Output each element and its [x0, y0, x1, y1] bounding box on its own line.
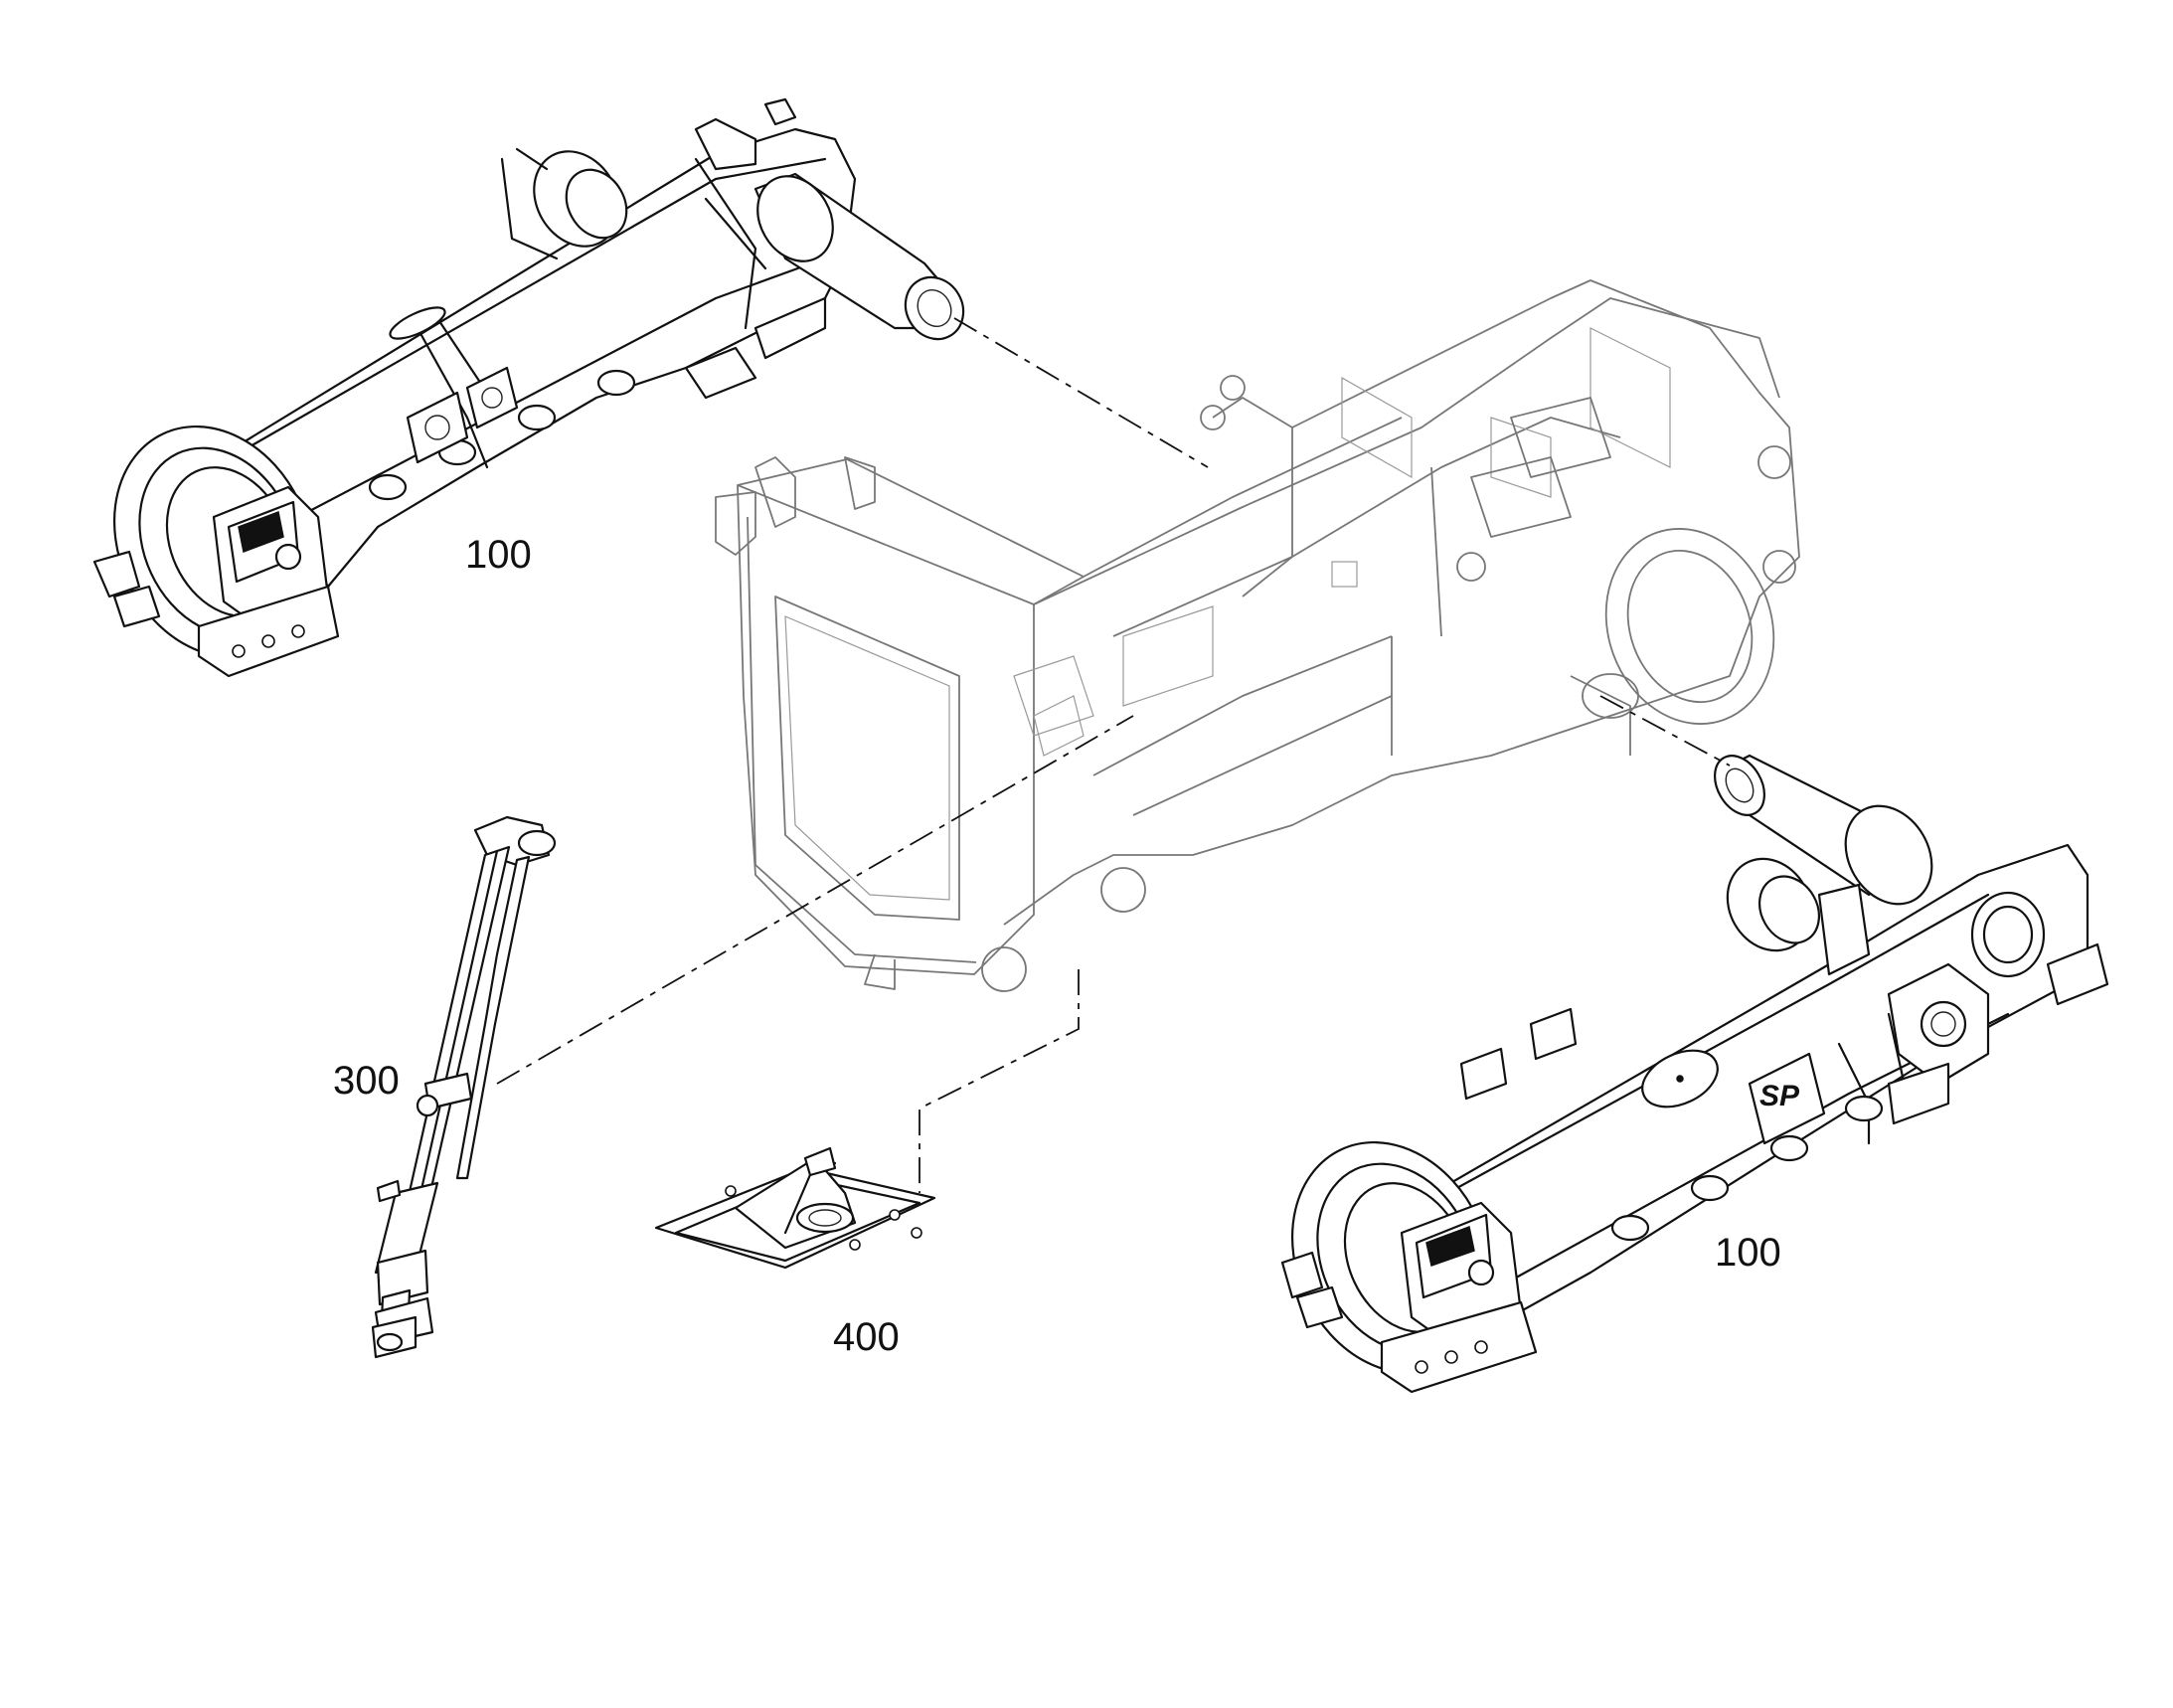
assembly-leader-lines — [496, 317, 1731, 1193]
left-track-frame-assembly — [92, 97, 965, 678]
sp-badge: SP — [1759, 1080, 1800, 1112]
hydraulic-cylinder-assembly — [371, 815, 557, 1359]
callout-400: 400 — [833, 1315, 900, 1359]
right-track-frame-assembly — [1280, 754, 2109, 1394]
bottom-guard-plate — [654, 1146, 936, 1270]
main-chassis-frame — [715, 279, 1800, 992]
callout-300: 300 — [333, 1059, 400, 1103]
callout-100-right: 100 — [1715, 1231, 1781, 1275]
callout-100-left: 100 — [465, 533, 532, 577]
